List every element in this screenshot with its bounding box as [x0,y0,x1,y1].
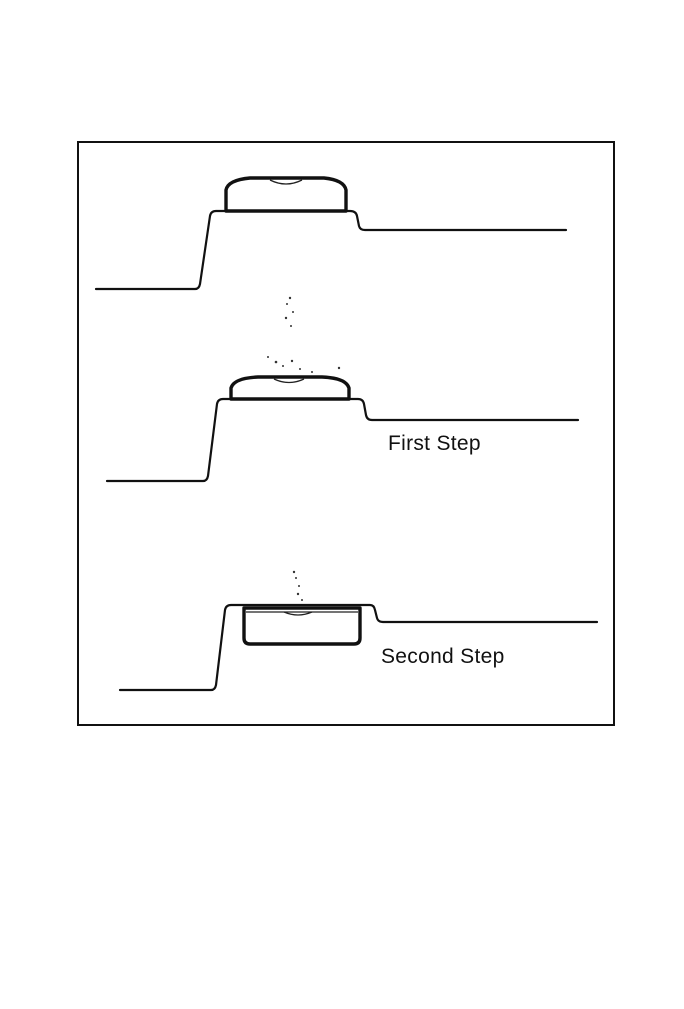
label-second-step: Second Step [381,645,505,668]
button-recessed-second [244,608,360,644]
housing-profile-first [107,399,578,481]
panel-second-step: Second Step [120,605,597,690]
housing-profile-initial [96,211,566,289]
label-first-step: First Step [388,432,481,455]
motion-specks-2 [293,571,303,601]
button-dome-initial [226,178,346,211]
motion-specks-1 [267,297,340,373]
button-dome-first [231,377,349,399]
panel-first-step: First Step [107,377,578,481]
panel-initial [96,178,566,289]
